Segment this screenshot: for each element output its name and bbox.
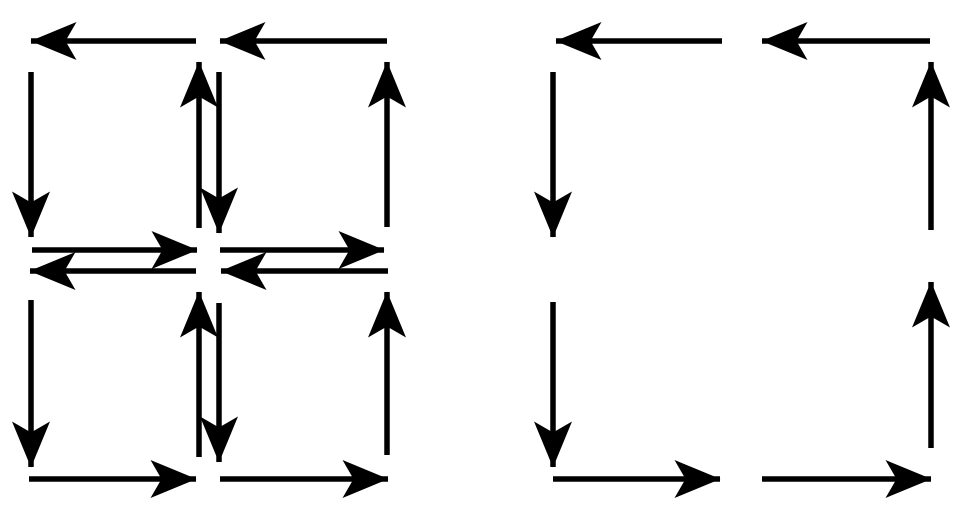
right-quiver-diagram — [534, 21, 950, 498]
left-quiver-diagram — [12, 21, 406, 498]
